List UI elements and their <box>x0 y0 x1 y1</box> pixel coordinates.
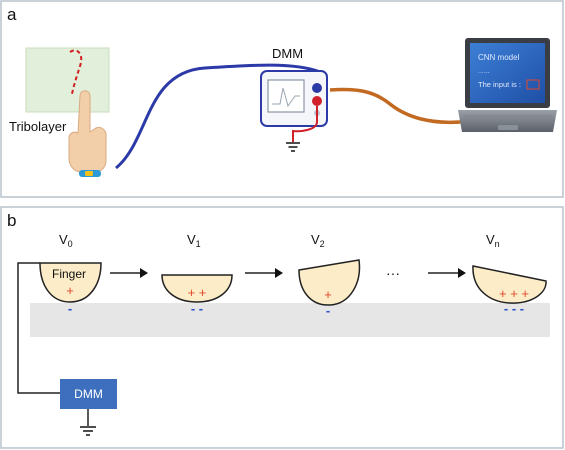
tribolayer-pad <box>25 47 110 113</box>
panel-a-label: a <box>7 5 17 24</box>
plus-charges-n: + + + <box>499 286 529 301</box>
finger-state-1 <box>161 274 233 303</box>
laptop-line-3: The input is : <box>478 80 521 89</box>
panel-b: b V0 V1 V2 Vn Finger + - + + - - + - <box>0 206 564 449</box>
voltage-label-1: V1 <box>187 232 201 249</box>
red-wire <box>292 106 318 142</box>
voltage-label-0: V0 <box>59 232 73 249</box>
orange-cable <box>329 87 471 125</box>
blue-cable <box>115 63 324 170</box>
laptop-screen <box>470 43 545 103</box>
arrow-3 <box>428 268 466 278</box>
dmm-device-icon <box>260 70 328 127</box>
tribolayer-label: Tribolayer <box>9 119 67 134</box>
ellipsis: ··· <box>386 265 400 281</box>
minus-charges-1: - - <box>191 301 203 316</box>
platform <box>30 303 550 337</box>
laptop-result-box <box>526 79 540 90</box>
laptop-line-1: CNN model <box>478 53 520 62</box>
panel-a: a Tribolayer DMM <box>0 0 564 198</box>
dmm-title: DMM <box>272 46 303 61</box>
ground-icon-b <box>80 426 96 436</box>
finger-state-0 <box>39 262 102 303</box>
dmm-box-label: DMM <box>74 387 103 401</box>
voltage-label-n: Vn <box>486 232 500 249</box>
plus-charges-2: + <box>324 287 332 302</box>
hand-icon <box>68 90 107 177</box>
finger-label: Finger <box>52 267 86 281</box>
minus-charges-0: - <box>68 301 72 316</box>
panel-b-label: b <box>7 211 16 230</box>
finger-state-2 <box>298 259 361 306</box>
finger-state-n <box>472 265 547 304</box>
arrow-2 <box>245 268 283 278</box>
dmm-terminal-red <box>312 96 322 106</box>
laptop-icon <box>458 38 557 132</box>
arrow-1 <box>110 268 148 278</box>
finger-wire <box>17 262 60 394</box>
dmm-terminal-blue <box>312 83 322 93</box>
laptop-line-2: ...... <box>478 68 490 75</box>
voltage-label-2: V2 <box>311 232 325 249</box>
plus-charges-0: + <box>66 283 74 298</box>
minus-charges-2: - <box>326 303 330 318</box>
finger-trace <box>69 49 83 95</box>
dmm-box <box>60 379 117 409</box>
plus-charges-1: + + <box>188 285 207 300</box>
minus-charges-n: - - - <box>504 301 524 316</box>
ground-icon-a <box>286 142 300 152</box>
